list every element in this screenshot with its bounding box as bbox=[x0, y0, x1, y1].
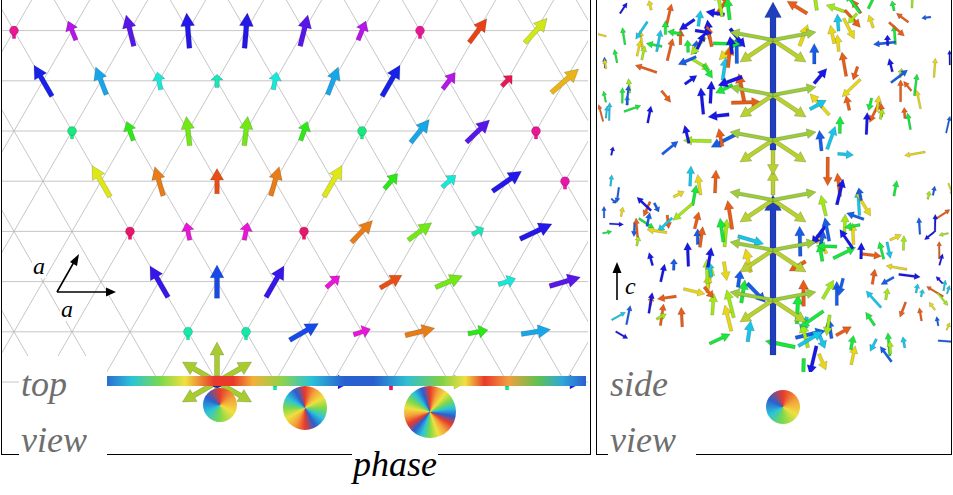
axis-label: a bbox=[32, 254, 46, 278]
panel-title: side view bbox=[608, 356, 696, 468]
phase-wheel bbox=[766, 390, 800, 424]
phase-wheel bbox=[404, 386, 456, 438]
axis-label: a bbox=[60, 297, 74, 321]
phase-wheel bbox=[283, 386, 327, 430]
spin-arrows-side bbox=[598, 0, 951, 372]
phase-colour-bar bbox=[103, 376, 586, 386]
view-panel: side view bbox=[596, 0, 952, 455]
phase-wheel bbox=[203, 388, 237, 422]
axis-label: c bbox=[624, 274, 637, 298]
view-panel: top view bbox=[1, 0, 591, 455]
phase-caption: phase bbox=[352, 446, 438, 482]
axis-arrows bbox=[57, 254, 622, 300]
triangular-lattice bbox=[2, 0, 588, 382]
panel-title: top view bbox=[19, 356, 107, 468]
